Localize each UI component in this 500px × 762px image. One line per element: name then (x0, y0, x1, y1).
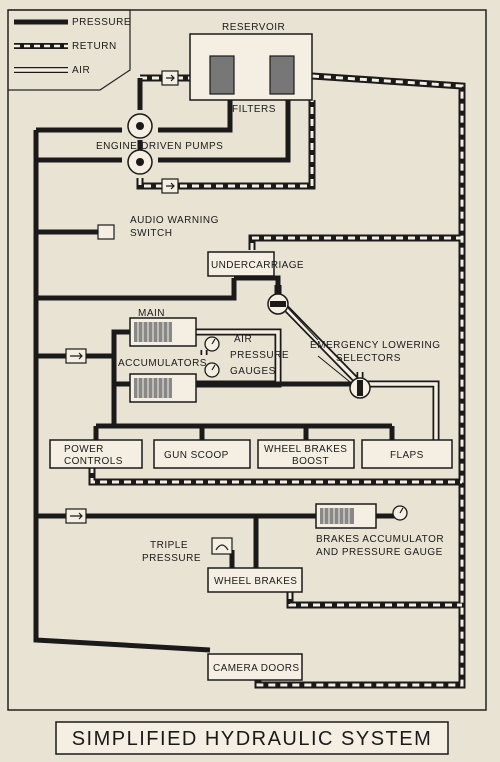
filters-label: FILTERS (232, 104, 276, 115)
wheel-brakes-boost-label-2: BOOST (292, 456, 329, 467)
check-valve-icon (161, 178, 179, 194)
brakes-accumulator-label-2: AND PRESSURE GAUGE (316, 547, 443, 558)
gauge-icon (204, 336, 220, 352)
undercarriage-box (207, 251, 275, 277)
reservoir (189, 33, 313, 101)
gauge-icon (204, 362, 220, 378)
accumulator-icon (129, 317, 197, 347)
audio-switch-icon (97, 224, 115, 240)
reservoir-label: RESERVOIR (222, 22, 285, 33)
engine-pumps-label: ENGINE-DRIVEN PUMPS (96, 141, 223, 152)
pump-icon (127, 113, 153, 139)
emergency-label-2: SELECTORS (336, 353, 401, 364)
selector-leader (287, 307, 351, 383)
triple-pressure-gauge-icon (211, 537, 233, 555)
selector-valve-icon (267, 293, 289, 315)
diagram-title: SIMPLIFIED HYDRAULIC SYSTEM (72, 728, 433, 750)
brakes-accumulator-label-1: BRAKES ACCUMULATOR (316, 534, 444, 545)
triple-pressure-label-1: TRIPLE (150, 540, 188, 551)
wheel-brakes-box (207, 567, 303, 593)
legend-frame (8, 9, 131, 91)
power-controls-box (49, 439, 143, 469)
title-box (55, 721, 449, 755)
undercarriage-label: UNDERCARRIAGE (211, 260, 304, 271)
audio-warning-label-2: SWITCH (130, 228, 172, 239)
emergency-label-1: EMERGENCY LOWERING (310, 340, 441, 351)
power-controls-label-2: CONTROLS (64, 456, 123, 467)
flaps-label: FLAPS (390, 450, 424, 461)
wheel-brakes-boost-label-1: WHEEL BRAKES (264, 444, 347, 455)
accumulator-icon (129, 373, 197, 403)
legend-pressure-label: PRESSURE (72, 17, 131, 28)
air-gauge-label-2: PRESSURE (230, 350, 289, 361)
check-valve-icon (65, 508, 87, 524)
camera-doors-box (207, 653, 303, 681)
pressure-lines (33, 78, 396, 653)
power-controls-label-1: POWER (64, 444, 104, 455)
triple-pressure-label-2: PRESSURE (142, 553, 201, 564)
air-gauge-label-3: GAUGES (230, 366, 276, 377)
air-gauge-label-1: AIR (234, 334, 252, 345)
camera-doors-label: CAMERA DOORS (213, 663, 299, 674)
main-label: MAIN (138, 308, 165, 319)
pressure-gauge-icon (392, 505, 408, 521)
selector-valve-icon (349, 377, 371, 399)
flaps-box (361, 439, 453, 469)
wheel-brakes-label: WHEEL BRAKES (214, 576, 297, 587)
brakes-accumulator-icon (315, 503, 377, 529)
pump-icon (127, 149, 153, 175)
audio-warning-label-1: AUDIO WARNING (130, 215, 219, 226)
outer-frame (7, 9, 487, 711)
wheel-brakes-boost-box (257, 439, 355, 469)
legend-return-label: RETURN (72, 41, 117, 52)
accumulators-label: ACCUMULATORS (118, 358, 207, 369)
legend-air-label: AIR (72, 65, 90, 76)
check-valve-icon (161, 70, 179, 86)
check-valve-icon (65, 348, 87, 364)
gun-scoop-box (153, 439, 251, 469)
gun-scoop-label: GUN SCOOP (164, 450, 229, 461)
